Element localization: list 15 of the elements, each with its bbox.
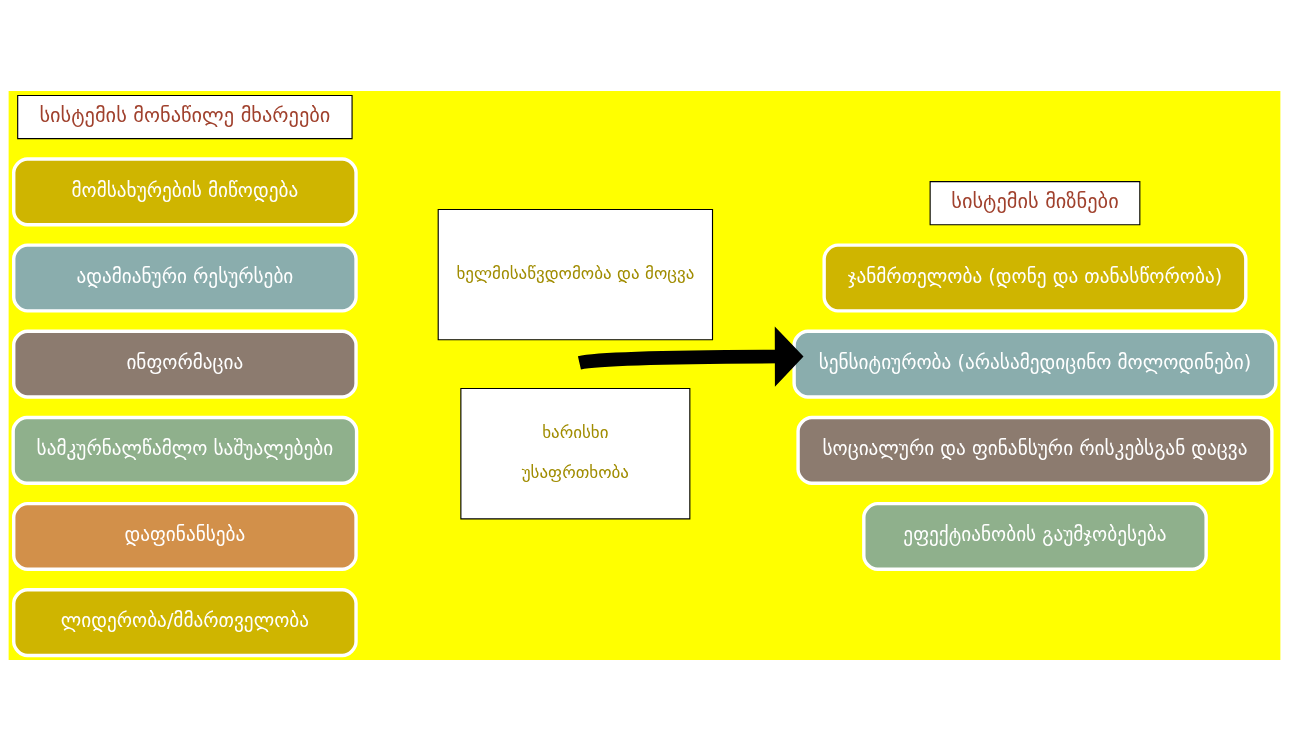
node-box: ეფექტიანობის გაუმჯობესება [862, 501, 1208, 571]
node-box: სისტემის მონაწილე მხარეები [17, 94, 353, 139]
node-box: სისტემის მიზნები [929, 180, 1141, 225]
node-box: ხარისხი უსაფრთხობა [460, 387, 691, 519]
node-box: ლიდერობა/მმართველობა [12, 587, 358, 657]
node-box: ჯანმრთელობა (დონე და თანასწორობა) [822, 242, 1248, 313]
node-box: სამკურნალწამლო საშუალებები [11, 415, 359, 485]
node-box: ადამიანური რესურსები [12, 242, 358, 313]
arrow [578, 325, 804, 387]
node-box: სენსიტიურობა (არასამედიცინო მოლოდინები) [792, 329, 1278, 399]
node-box: სოციალური და ფინანსური რისკებსგან დაცვა [796, 415, 1274, 485]
node-box: მომსახურების მიწოდება [12, 156, 358, 226]
node-box: დაფინანსება [12, 501, 358, 571]
node-box: ხელმისაწვდომობა და მოცვა [437, 208, 714, 340]
node-box: ინფორმაცია [12, 329, 358, 399]
